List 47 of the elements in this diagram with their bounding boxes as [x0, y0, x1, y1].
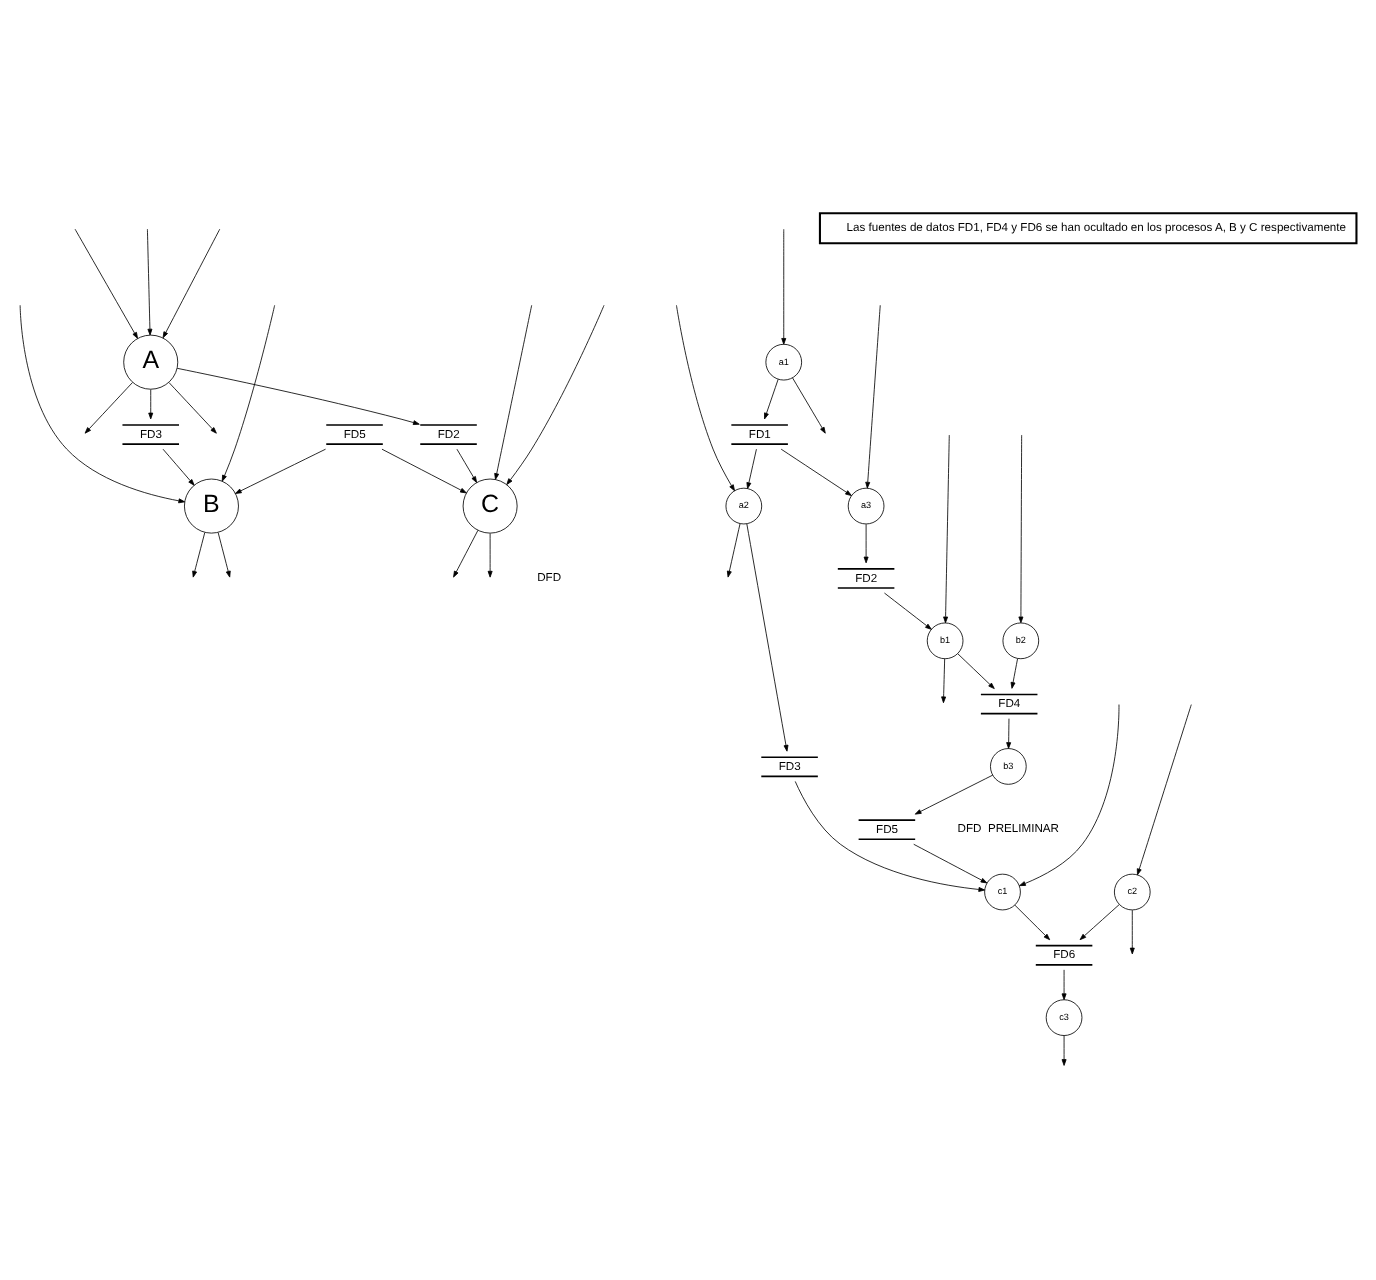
arrow [865, 304, 881, 489]
arrow [234, 448, 326, 494]
arrow [1019, 704, 1120, 887]
arrow [1136, 704, 1192, 876]
arrow [914, 774, 994, 815]
arrow [162, 228, 221, 339]
arrow [221, 304, 276, 482]
arrow [943, 434, 950, 624]
arrow [884, 592, 932, 630]
arrow [676, 304, 735, 492]
arrow [19, 304, 186, 504]
arrow [487, 533, 493, 578]
arrow [192, 532, 206, 578]
arrow [957, 653, 995, 689]
arrow [746, 523, 789, 752]
arrow [1061, 1035, 1067, 1066]
arrow [217, 532, 231, 578]
arrow [176, 367, 420, 425]
arrow [84, 382, 133, 434]
arrow [1061, 969, 1067, 1001]
arrow [381, 448, 467, 494]
arrow [1018, 434, 1024, 624]
arrow [494, 304, 533, 480]
arrow [794, 781, 986, 892]
arrow [1079, 904, 1120, 941]
arrow [941, 658, 947, 704]
arrow [1006, 718, 1012, 749]
arrow [74, 228, 138, 339]
node-circle: A [123, 334, 179, 390]
arrow [913, 843, 988, 884]
arrow [168, 382, 217, 434]
arrow [726, 523, 741, 578]
arrow [863, 523, 869, 564]
arrow [162, 448, 195, 486]
arrow [1014, 904, 1051, 941]
arrow [1129, 909, 1135, 955]
arrow [147, 228, 153, 336]
arrow [453, 529, 479, 578]
arrow [1010, 658, 1018, 689]
arrow [506, 304, 605, 485]
arrow [781, 228, 787, 345]
arrow [764, 378, 779, 420]
arrow [780, 448, 852, 496]
arrow [792, 377, 826, 434]
arrow [456, 448, 478, 483]
arrow [148, 389, 154, 420]
arrow [746, 448, 757, 489]
